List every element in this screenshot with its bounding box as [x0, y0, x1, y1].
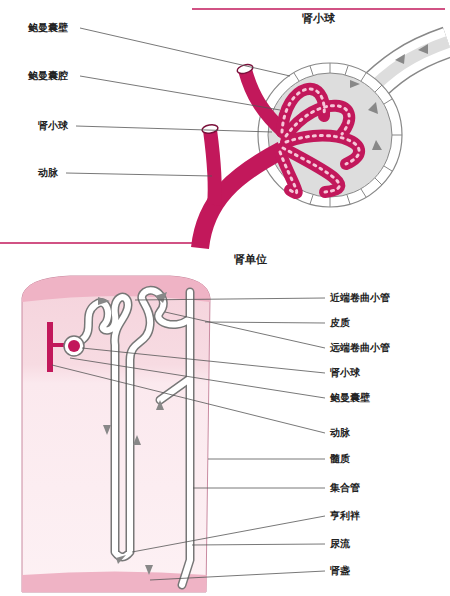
bowman-capsule — [258, 63, 402, 207]
glomerulus — [283, 148, 339, 192]
leader-line — [205, 322, 325, 323]
nephron-tubule — [82, 290, 188, 557]
bowman-capsule — [258, 63, 402, 207]
panel-heading: 肾单位 — [234, 254, 267, 266]
bowman-capsule — [268, 73, 392, 197]
flow-arrow — [116, 555, 126, 564]
bowman-capsule — [310, 195, 313, 204]
leader-line — [150, 571, 325, 580]
bowman-capsule — [384, 166, 392, 171]
leader-line — [165, 312, 325, 348]
leader-line — [80, 76, 280, 110]
leader-line — [208, 459, 325, 460]
part-label: 髓质 — [330, 453, 350, 465]
part-label: 集合管 — [330, 482, 360, 494]
flow-arrow — [133, 435, 141, 445]
part-label: 亨利袢 — [330, 510, 360, 522]
flow-arrow — [368, 102, 378, 114]
artery — [210, 130, 215, 205]
leader-line — [82, 348, 325, 373]
leader-line — [70, 358, 325, 398]
panel-heading: 肾小球 — [302, 13, 335, 25]
leader-line — [66, 28, 290, 176]
leader-line — [76, 126, 272, 132]
bowman-capsule — [361, 189, 366, 197]
nephron-tubule — [82, 290, 190, 585]
artery — [236, 63, 254, 75]
bowman-capsule — [330, 197, 331, 207]
leader-line — [52, 365, 325, 433]
artery — [201, 124, 218, 135]
glomerulus — [286, 106, 349, 136]
kidney-section — [22, 276, 210, 592]
part-label: 尿流 — [330, 538, 350, 550]
part-label: 肾小球 — [330, 367, 360, 379]
glomerulus — [280, 89, 359, 193]
part-label: 肾盏 — [330, 565, 350, 577]
part-label: 鲍曼囊腔 — [28, 70, 68, 82]
leader-line — [132, 516, 325, 552]
bowman-capsule — [294, 73, 299, 81]
header-rule — [0, 242, 206, 244]
flow-arrow — [395, 54, 405, 64]
nephron-tubule — [68, 340, 80, 352]
flow-arrow — [350, 80, 360, 88]
nephron-tubule — [160, 380, 188, 400]
flow-arrow — [98, 292, 167, 575]
nephron-tubule — [82, 290, 188, 557]
bowman-capsule — [384, 99, 392, 104]
glomerulus — [280, 152, 297, 193]
flow-arrow — [145, 565, 153, 575]
part-label: 肾小球 — [38, 120, 68, 132]
bowman-capsule — [375, 178, 382, 185]
kidney-section — [22, 276, 210, 592]
glomerulus — [286, 136, 359, 164]
part-label: 动脉 — [330, 427, 350, 439]
artery — [200, 63, 284, 248]
flow-arrow — [372, 140, 382, 150]
leader-line — [52, 298, 325, 580]
part-label: 近端卷曲小管 — [330, 292, 390, 304]
flow-arrow — [155, 292, 167, 303]
part-label: 皮质 — [330, 317, 350, 329]
part-label: 动脉 — [38, 167, 58, 179]
header-rule — [192, 8, 445, 10]
bowman-capsule — [392, 135, 402, 136]
part-label: 鲍曼囊壁 — [330, 392, 370, 404]
part-label: 远端卷曲小管 — [330, 342, 390, 354]
bowman-capsule — [361, 73, 366, 81]
flow-arrow — [418, 44, 428, 54]
leader-line — [66, 173, 212, 176]
leader-line — [193, 488, 325, 489]
bowman-capsule — [330, 63, 331, 73]
flow-arrow — [98, 297, 110, 305]
glomerulus — [280, 152, 297, 193]
flow-arrow — [156, 400, 164, 410]
nephron-tubule — [160, 380, 188, 400]
leader-line — [135, 298, 325, 300]
leader-line — [192, 544, 325, 545]
flow-arrow — [103, 425, 111, 435]
nephron-tubule — [82, 290, 190, 585]
part-label: 鲍曼囊壁 — [28, 22, 68, 34]
nephron-tubule — [64, 290, 190, 585]
bowman-capsule — [375, 85, 382, 92]
nephron-tubule — [64, 336, 84, 356]
glomerulus — [280, 89, 359, 193]
glomerulus — [280, 89, 359, 193]
bowman-capsule — [310, 66, 313, 75]
flow-arrow — [350, 44, 428, 150]
bowman-capsule — [345, 66, 348, 75]
bowman-capsule — [347, 195, 350, 204]
leader-line — [80, 28, 290, 76]
